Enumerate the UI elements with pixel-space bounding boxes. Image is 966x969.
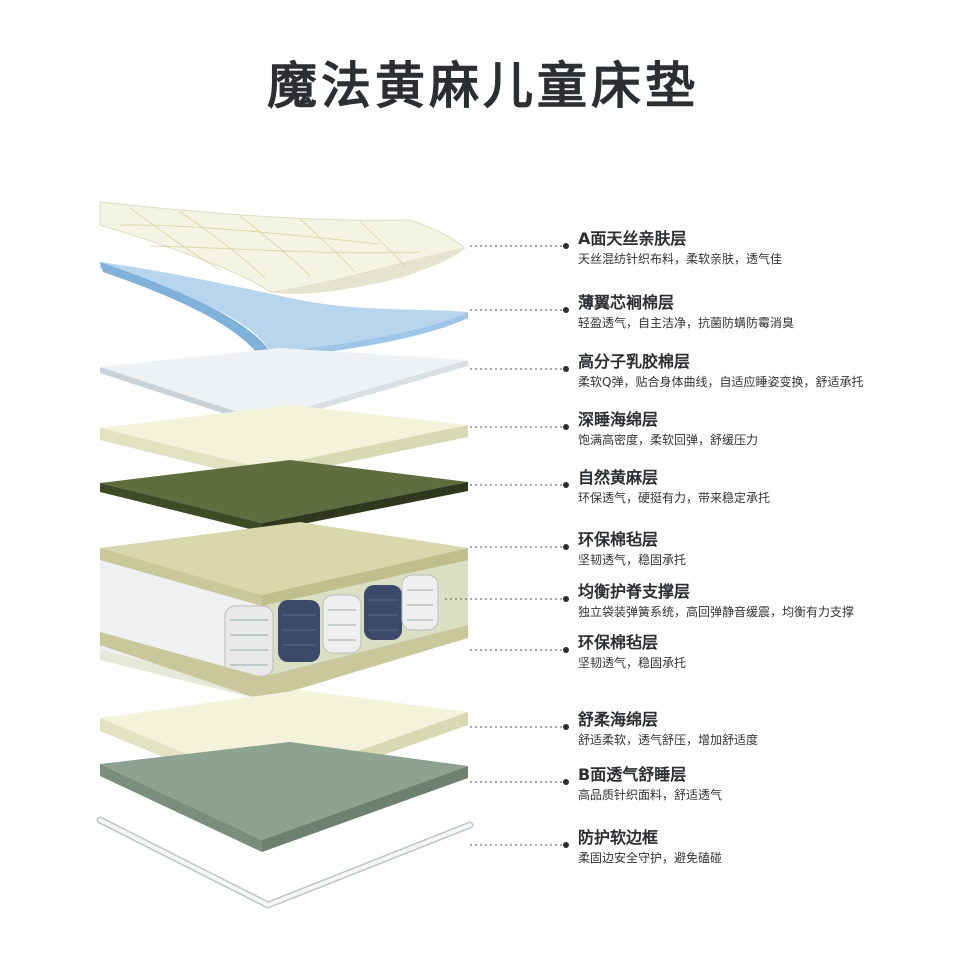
page-title: 魔法黄麻儿童床垫 [267,57,699,115]
layer-label: 环保棉毡层坚韧透气，稳固承托 [578,530,958,568]
layer-label-desc: 坚韧透气，稳固承托 [578,656,687,670]
layer-label-title: 自然黄麻层 [578,468,659,487]
layer-label: B面透气舒睡层高品质针织面料，舒适透气 [578,765,958,803]
layer-label-title: 深睡海绵层 [578,410,659,429]
layer-label: 薄翼芯裥棉层轻盈透气，自主洁净，抗菌防螨防霉消臭 [578,293,958,331]
leader-dot [563,243,569,249]
leader-dot [563,596,569,602]
tencel-cover-layer [99,201,467,295]
leader-dot [563,424,569,430]
layer-label-title: 环保棉毡层 [578,633,659,652]
layer-label-desc: 坚韧透气，稳固承托 [578,553,687,567]
layer-label: 环保棉毡层坚韧透气，稳固承托 [578,633,958,671]
b-face-layer [100,742,468,852]
leader-dot [563,366,569,372]
layer-label-desc: 高品质针织面料，舒适透气 [578,788,723,802]
layer-label: 深睡海绵层饱满高密度，柔软回弹，舒缓压力 [578,410,958,448]
layer-label-title: A面天丝亲肤层 [578,229,687,248]
layer-label: 均衡护脊支撑层独立袋装弹簧系统，高回弹静音缓震，均衡有力支撑 [578,582,958,620]
layer-label-title: 环保棉毡层 [578,530,659,549]
leader-dot [563,307,569,313]
layer-label-desc: 独立袋装弹簧系统，高回弹静音缓震，均衡有力支撑 [578,605,855,619]
soft-edge-frame [96,816,474,909]
layer-label-desc: 天丝混纺针织布料，柔软亲肤，透气佳 [578,252,783,266]
leader-lines [445,243,569,848]
layer-label-title: 舒柔海绵层 [578,710,659,729]
pocket-springs [224,574,439,677]
layer-label-desc: 环保透气，硬挺有力，带来稳定承托 [578,491,771,505]
layer-label: A面天丝亲肤层天丝混纺针织布料，柔软亲肤，透气佳 [578,229,958,267]
leader-dot [563,842,569,848]
layer-label-desc: 饱满高密度，柔软回弹，舒缓压力 [578,433,759,447]
layer-label-title: 薄翼芯裥棉层 [578,293,675,312]
layer-label-desc: 舒适柔软，透气舒压，增加舒适度 [578,733,759,747]
layer-label-desc: 柔软Q弹，贴合身体曲线，自适应睡姿变换，舒适承托 [578,375,864,389]
layer-label-title: B面透气舒睡层 [578,765,687,784]
layer-label-desc: 柔固边安全守护，避免磕碰 [578,851,723,865]
layer-label: 舒柔海绵层舒适柔软，透气舒压，增加舒适度 [578,710,958,748]
jute-layer [100,460,468,532]
layer-label-title: 高分子乳胶棉层 [578,352,691,371]
layer-label-title: 均衡护脊支撑层 [578,582,691,601]
layer-label-desc: 轻盈透气，自主洁净，抗菌防螨防霉消臭 [578,316,795,330]
leader-dot [563,482,569,488]
layer-label: 高分子乳胶棉层柔软Q弹，贴合身体曲线，自适应睡姿变换，舒适承托 [578,352,958,390]
leader-dot [563,544,569,550]
leader-dot [563,724,569,730]
layer-label: 自然黄麻层环保透气，硬挺有力，带来稳定承托 [578,468,958,506]
layer-label: 防护软边框柔固边安全守护，避免磕碰 [578,828,958,866]
leader-dot [563,779,569,785]
spring-block [100,522,468,700]
layer-label-title: 防护软边框 [578,828,659,847]
leader-dot [563,647,569,653]
